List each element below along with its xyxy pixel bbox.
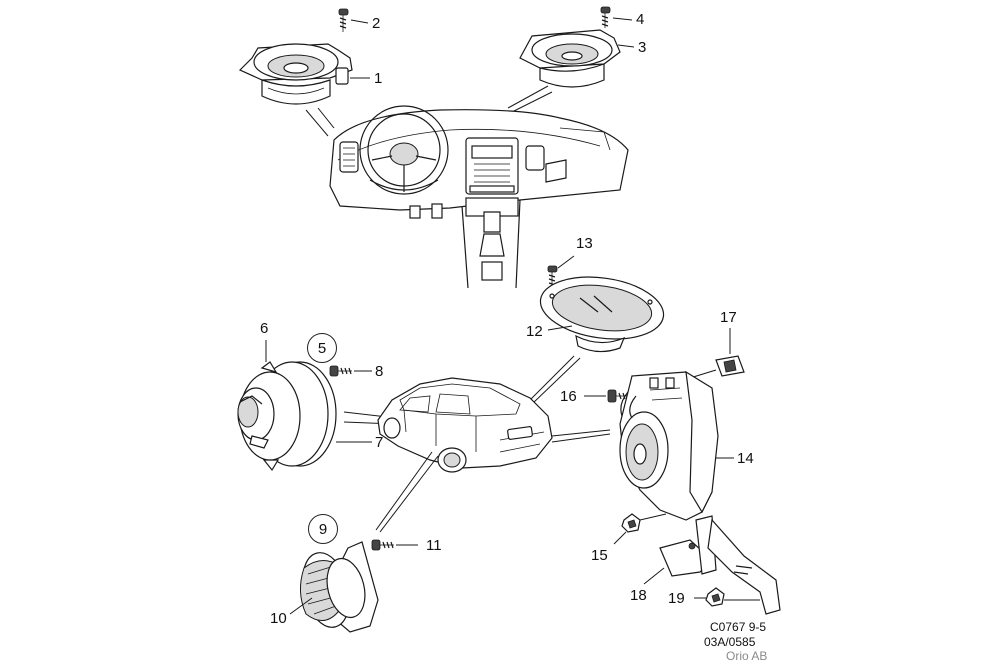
callout-7: 7 — [375, 434, 384, 451]
leader-18 — [643, 567, 665, 585]
callout-17: 17 — [720, 309, 737, 326]
leader-10 — [289, 597, 313, 615]
callout-9-circled: 9 — [308, 514, 338, 544]
tweeter-speaker-part-1 — [238, 43, 353, 105]
leader-13 — [557, 255, 575, 269]
leader-2 — [350, 19, 369, 24]
subwoofer-enclosure-part-14 — [619, 370, 719, 521]
screw-part-11 — [371, 539, 394, 551]
clip-part-17 — [715, 355, 745, 377]
callout-1: 1 — [374, 70, 383, 87]
callout-18: 18 — [630, 587, 647, 604]
nut-part-15 — [621, 513, 641, 533]
callout-16: 16 — [560, 388, 577, 405]
callout-4: 4 — [636, 11, 645, 28]
reference-publisher: Orio AB — [726, 649, 768, 663]
oval-speaker-part-12 — [539, 276, 665, 353]
callout-5-circled: 5 — [307, 333, 337, 363]
callout-14: 14 — [737, 450, 754, 467]
screw-part-2 — [338, 8, 349, 32]
grille-speaker-part-10 — [300, 541, 379, 633]
leader-12 — [547, 325, 573, 331]
speaker-part-3 — [519, 29, 621, 88]
callout-11: 11 — [426, 537, 442, 554]
callout-12: 12 — [526, 323, 543, 340]
callout-3: 3 — [638, 39, 647, 56]
nut-part-19 — [705, 587, 725, 607]
leader-15 — [613, 531, 627, 545]
bracket-part-18 — [659, 515, 781, 615]
dashboard-illustration — [329, 105, 629, 289]
leader-3 — [617, 44, 635, 48]
callout-8: 8 — [375, 363, 384, 380]
screw-part-8 — [329, 365, 352, 377]
reference-date: 03A/0585 — [704, 635, 756, 649]
leader-4 — [612, 17, 633, 21]
callout-2: 2 — [372, 15, 381, 32]
callout-19: 19 — [668, 590, 685, 607]
reference-code: C0767 9-5 — [710, 620, 767, 634]
door-speaker-part-6-7 — [237, 361, 337, 472]
callout-13: 13 — [576, 235, 593, 252]
callout-10: 10 — [270, 610, 287, 627]
screw-part-4 — [600, 6, 611, 28]
car-illustration — [377, 377, 553, 473]
callout-6: 6 — [260, 320, 269, 337]
callout-15: 15 — [591, 547, 608, 564]
